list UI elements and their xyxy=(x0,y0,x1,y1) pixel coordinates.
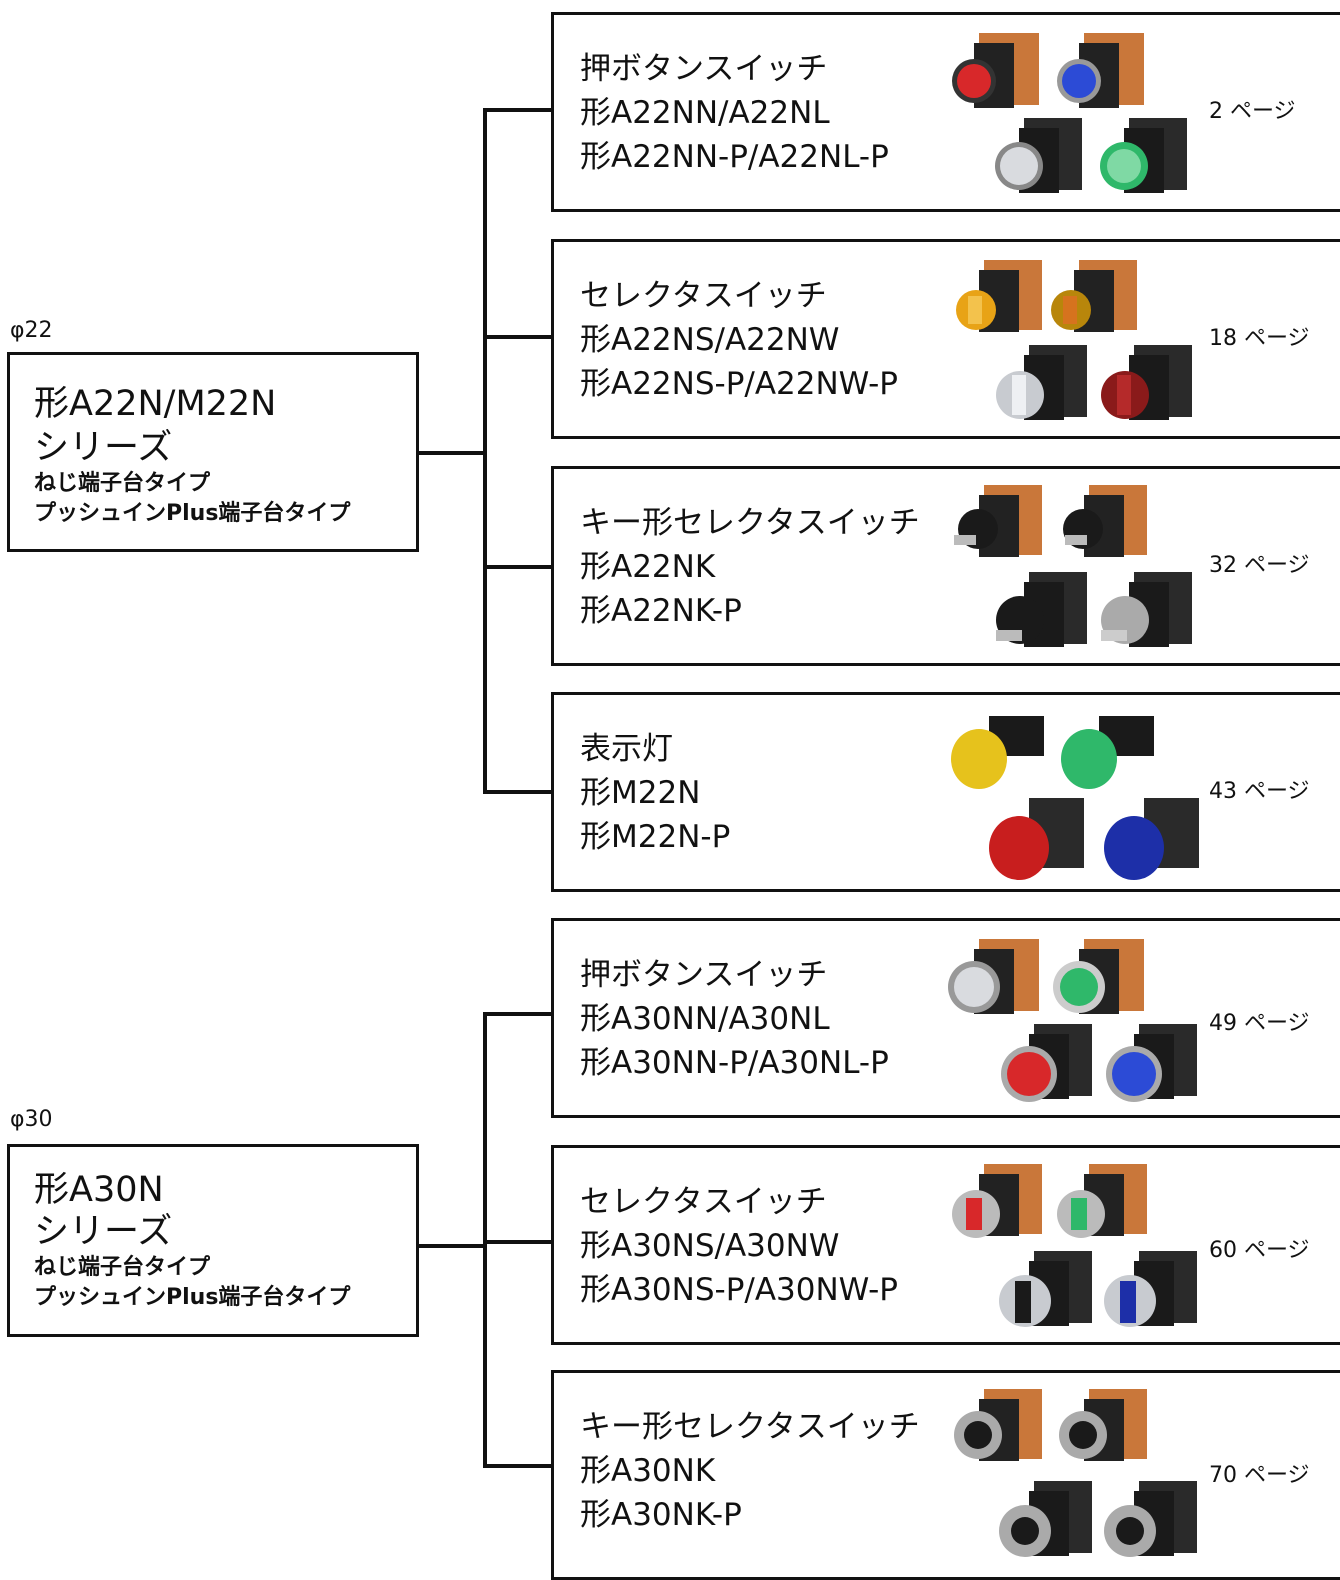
series-box-a22n: 形A22N/M22N シリーズ ねじ端子台タイプ プッシュインPlus端子台タイ… xyxy=(7,352,419,552)
page-reference[interactable]: 60 ページ xyxy=(1209,1238,1310,1263)
page-reference[interactable]: 32 ページ xyxy=(1209,553,1310,578)
selector-switch-photos xyxy=(956,260,1192,420)
selector-switch-30-photos xyxy=(952,1164,1197,1327)
connector-branch xyxy=(483,108,553,112)
product-box-a22nk[interactable]: キー形セレクタスイッチ 形A22NK 形A22NK-P 32 ページ xyxy=(551,466,1340,666)
connector-branch xyxy=(483,790,553,794)
pilot-light-photos xyxy=(951,716,1199,880)
product-box-a22ns[interactable]: セレクタスイッチ 形A22NS/A22NW 形A22NS-P/A22NW-P 1… xyxy=(551,239,1340,439)
series-title-sub: シリーズ xyxy=(34,1212,173,1252)
connector-h-series-22 xyxy=(419,451,485,455)
series-type-screw: ねじ端子台タイプ xyxy=(34,471,211,496)
connector-v-trunk-22 xyxy=(483,108,487,794)
page-reference[interactable]: 43 ページ xyxy=(1209,779,1310,804)
series-title: 形A30N xyxy=(34,1170,164,1210)
series-type-screw: ねじ端子台タイプ xyxy=(34,1255,211,1280)
product-model: 形A30NK xyxy=(580,1453,716,1489)
product-box-a22nn[interactable]: 押ボタンスイッチ 形A22NN/A22NL 形A22NN-P/A22NL-P 2… xyxy=(551,12,1340,212)
product-model-pushin: 形M22N-P xyxy=(580,819,731,855)
product-model: 形A30NN/A30NL xyxy=(580,1001,830,1037)
product-model: 形A30NS/A30NW xyxy=(580,1228,840,1264)
product-model-pushin: 形A30NN-P/A30NL-P xyxy=(580,1045,889,1081)
product-name: キー形セレクタスイッチ xyxy=(580,1409,920,1445)
product-name: 押ボタンスイッチ xyxy=(580,957,828,993)
product-model-pushin: 形A22NK-P xyxy=(580,593,742,629)
push-button-30-photos xyxy=(948,939,1197,1102)
connector-branch xyxy=(483,335,553,339)
push-button-photos xyxy=(952,33,1187,193)
product-model: 形A22NK xyxy=(580,549,716,585)
product-name: セレクタスイッチ xyxy=(580,1184,827,1220)
key-selector-photos xyxy=(954,485,1192,647)
page-reference[interactable]: 18 ページ xyxy=(1209,326,1310,351)
product-box-a30ns[interactable]: セレクタスイッチ 形A30NS/A30NW 形A30NS-P/A30NW-P 6… xyxy=(551,1145,1340,1345)
series-title: 形A22N/M22N xyxy=(34,384,277,424)
product-model: 形A22NN/A22NL xyxy=(580,95,830,131)
product-model-pushin: 形A30NK-P xyxy=(580,1497,742,1533)
series-title-sub: シリーズ xyxy=(34,428,173,468)
page-reference[interactable]: 70 ページ xyxy=(1209,1463,1310,1488)
product-name: キー形セレクタスイッチ xyxy=(580,505,920,541)
connector-branch xyxy=(483,1464,553,1468)
product-model: 形A22NS/A22NW xyxy=(580,322,840,358)
page-reference[interactable]: 49 ページ xyxy=(1209,1011,1310,1036)
product-name: 表示灯 xyxy=(580,731,673,767)
series-type-pushin: プッシュインPlus端子台タイプ xyxy=(34,1285,351,1310)
product-model: 形M22N xyxy=(580,775,701,811)
product-name: 押ボタンスイッチ xyxy=(580,51,828,87)
connector-branch xyxy=(483,1012,553,1016)
product-model-pushin: 形A22NS-P/A22NW-P xyxy=(580,366,898,402)
group-22-phi-label: φ22 xyxy=(10,318,53,343)
connector-branch xyxy=(483,565,553,569)
group-30-phi-label: φ30 xyxy=(10,1107,53,1132)
product-model-pushin: 形A22NN-P/A22NL-P xyxy=(580,139,889,175)
connector-branch xyxy=(483,1240,553,1244)
product-name: セレクタスイッチ xyxy=(580,278,827,314)
product-box-a30nk[interactable]: キー形セレクタスイッチ 形A30NK 形A30NK-P 70 ページ xyxy=(551,1370,1340,1580)
series-type-pushin: プッシュインPlus端子台タイプ xyxy=(34,501,351,526)
product-box-a30nn[interactable]: 押ボタンスイッチ 形A30NN/A30NL 形A30NN-P/A30NL-P 4… xyxy=(551,918,1340,1118)
page-reference[interactable]: 2 ページ xyxy=(1209,99,1296,124)
product-box-m22n[interactable]: 表示灯 形M22N 形M22N-P 43 ページ xyxy=(551,692,1340,892)
connector-h-series-30 xyxy=(419,1244,485,1248)
product-model-pushin: 形A30NS-P/A30NW-P xyxy=(580,1272,898,1308)
series-box-a30n: 形A30N シリーズ ねじ端子台タイプ プッシュインPlus端子台タイプ xyxy=(7,1144,419,1337)
key-selector-30-photos xyxy=(954,1389,1197,1557)
